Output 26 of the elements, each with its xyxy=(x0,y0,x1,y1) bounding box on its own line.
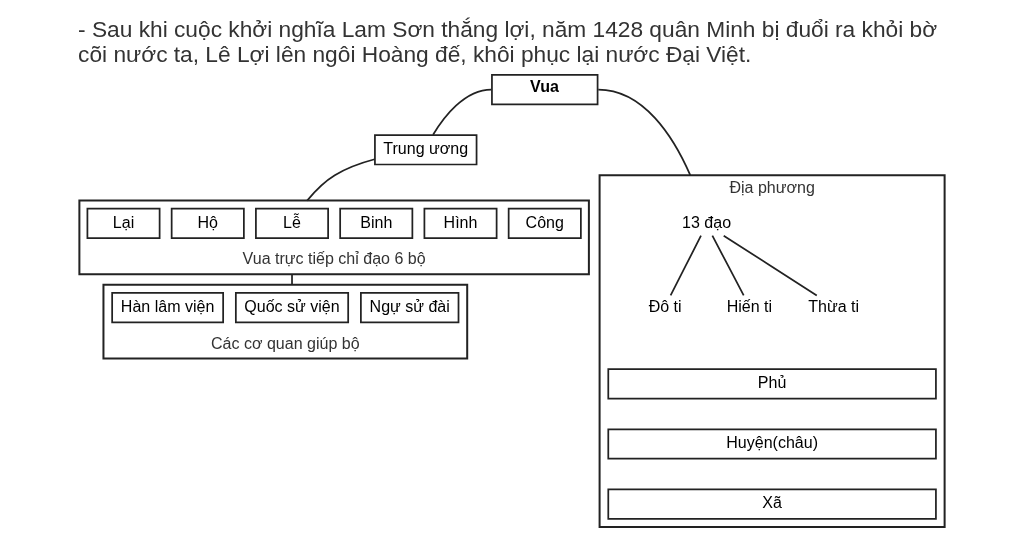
diagram-title: - Sau khi cuộc khởi nghĩa Lam Sơn thắng lợi, năm 1428 quân Minh bị đuổi ra khỏi bờ cõi nước ta, Lê Lợi lên ngôi Hoàng đế, khôi phục lại nước Đại Việt. xyxy=(78,15,938,68)
connector xyxy=(597,88,692,177)
node-text: 13 đạo xyxy=(682,212,732,231)
node-box: Binh xyxy=(339,207,414,239)
connector xyxy=(432,88,493,136)
node-box: Trung ương xyxy=(374,134,478,166)
connector xyxy=(669,234,702,297)
node-text: Hiến ti xyxy=(726,296,773,315)
node-box: Huyện(châu) xyxy=(607,428,937,460)
node-box: Quốc sử viện xyxy=(235,292,350,324)
node-box: Lại xyxy=(86,207,161,239)
node-text: Đô ti xyxy=(648,296,682,315)
node-box: Hộ xyxy=(170,207,245,239)
connector xyxy=(291,273,293,286)
node-box: Công xyxy=(507,207,582,239)
node-text: Thừa ti xyxy=(808,296,860,315)
node-box: Ngự sử đài xyxy=(360,292,460,324)
node-box: Hàn lâm viện xyxy=(111,292,224,324)
connector xyxy=(306,158,376,202)
node-box: Vua xyxy=(491,74,599,106)
node-box: Xã xyxy=(607,488,937,520)
connector xyxy=(711,234,745,297)
connector xyxy=(722,234,818,297)
node-box: Lễ xyxy=(255,207,329,239)
node-box: Hình xyxy=(423,207,498,239)
node-box: Phủ xyxy=(607,368,937,400)
